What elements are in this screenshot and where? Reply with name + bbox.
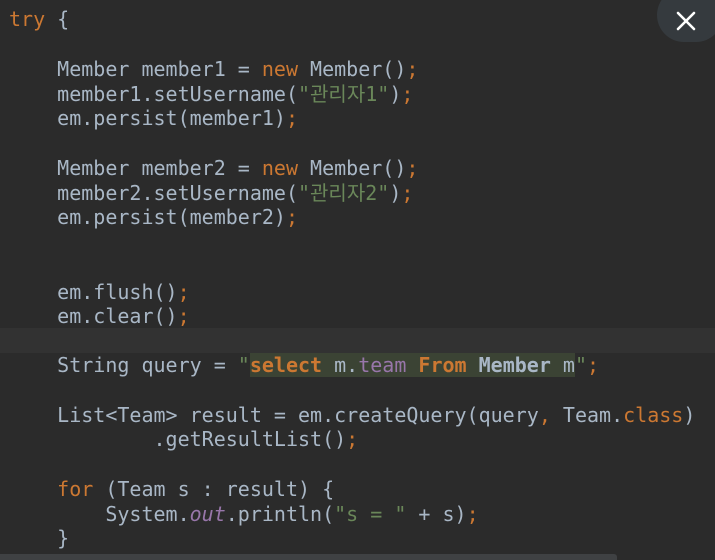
code-text: em.persist(member1) bbox=[9, 106, 286, 130]
code-line-8[interactable]: member2.setUsername("관리자2"); bbox=[9, 181, 413, 206]
sql-text: m. bbox=[322, 353, 359, 377]
code-text: Member member1 = bbox=[9, 57, 262, 81]
semicolon: ; bbox=[401, 82, 414, 106]
code-line-20[interactable]: for (Team s : result) { bbox=[9, 477, 334, 502]
semicolon: ; bbox=[285, 205, 298, 229]
code-line-5[interactable]: em.persist(member1); bbox=[9, 106, 298, 131]
close-button[interactable] bbox=[657, 0, 715, 42]
semicolon: ; bbox=[177, 304, 190, 328]
code-text: Team. bbox=[550, 403, 624, 427]
code-line-3[interactable]: Member member1 = new Member(); bbox=[9, 57, 418, 82]
horizontal-scrollbar[interactable] bbox=[0, 554, 617, 560]
code-line-9[interactable]: em.persist(member2); bbox=[9, 205, 298, 230]
sql-injected-fragment: select m.team From Member m bbox=[249, 353, 575, 377]
code-text: Member() bbox=[298, 57, 407, 81]
code-line-21[interactable]: System.out.println("s = " + s); bbox=[9, 502, 479, 527]
semicolon: ; bbox=[177, 280, 190, 304]
code-line-1[interactable]: try { bbox=[9, 7, 69, 32]
code-text: ) bbox=[389, 82, 402, 106]
string-quote: " bbox=[237, 353, 250, 377]
semicolon: ; bbox=[466, 502, 479, 526]
code-text: em.persist(member2) bbox=[9, 205, 286, 229]
code-text: List<Team> result = em.createQuery(query bbox=[9, 403, 539, 427]
code-text: System. bbox=[9, 502, 190, 526]
code-text: .getResultList() bbox=[9, 427, 347, 451]
code-text: (Team s : result) { bbox=[93, 477, 335, 501]
keyword: class bbox=[623, 403, 684, 427]
code-text: + s) bbox=[406, 502, 467, 526]
string-literal: "s = " bbox=[334, 502, 407, 526]
code-text bbox=[9, 477, 57, 501]
code-line-22[interactable]: } bbox=[9, 526, 69, 551]
semicolon: ; bbox=[346, 427, 359, 451]
keyword: for bbox=[57, 477, 94, 501]
code-line-7[interactable]: Member member2 = new Member(); bbox=[9, 156, 418, 181]
code-text: ) bbox=[389, 181, 402, 205]
code-line-17[interactable]: List<Team> result = em.createQuery(query… bbox=[9, 403, 695, 428]
string-literal: "관리자2" bbox=[297, 181, 390, 205]
static-field: out bbox=[189, 502, 226, 526]
sql-text bbox=[406, 353, 418, 377]
code-text: em.clear() bbox=[9, 304, 178, 328]
code-line-12[interactable]: em.flush(); bbox=[9, 280, 190, 305]
code-line-18[interactable]: .getResultList(); bbox=[9, 427, 358, 452]
semicolon: ; bbox=[587, 353, 600, 377]
current-line-highlight bbox=[0, 328, 715, 353]
code-text: ) bbox=[683, 403, 696, 427]
close-x-icon bbox=[676, 11, 696, 31]
code-text: em.flush() bbox=[9, 280, 178, 304]
semicolon: ; bbox=[406, 156, 419, 180]
sql-keyword: From bbox=[418, 353, 467, 377]
comma: , bbox=[538, 403, 551, 427]
sql-keyword: select bbox=[249, 353, 323, 377]
string-quote: " bbox=[574, 353, 588, 377]
semicolon: ; bbox=[401, 181, 414, 205]
code-text: { bbox=[45, 7, 70, 31]
sql-text bbox=[467, 353, 479, 377]
code-text: member1.setUsername( bbox=[9, 82, 298, 106]
code-text: member2.setUsername( bbox=[9, 181, 298, 205]
sql-entity: Member bbox=[478, 353, 551, 377]
code-text: } bbox=[9, 526, 70, 550]
sql-field: team bbox=[358, 353, 407, 377]
string-literal: "관리자1" bbox=[297, 82, 390, 106]
keyword: try bbox=[9, 7, 46, 31]
keyword: new bbox=[261, 156, 298, 180]
sql-text: m bbox=[550, 353, 575, 377]
code-line-13[interactable]: em.clear(); bbox=[9, 304, 190, 329]
keyword: new bbox=[261, 57, 298, 81]
code-text: Member() bbox=[298, 156, 407, 180]
semicolon: ; bbox=[406, 57, 419, 81]
semicolon: ; bbox=[285, 106, 298, 130]
code-text: Member member2 = bbox=[9, 156, 262, 180]
code-text: .println( bbox=[225, 502, 335, 526]
code-line-15[interactable]: String query = "select m.team From Membe… bbox=[9, 353, 599, 378]
code-line-4[interactable]: member1.setUsername("관리자1"); bbox=[9, 82, 413, 107]
code-text: String query = bbox=[9, 353, 238, 377]
